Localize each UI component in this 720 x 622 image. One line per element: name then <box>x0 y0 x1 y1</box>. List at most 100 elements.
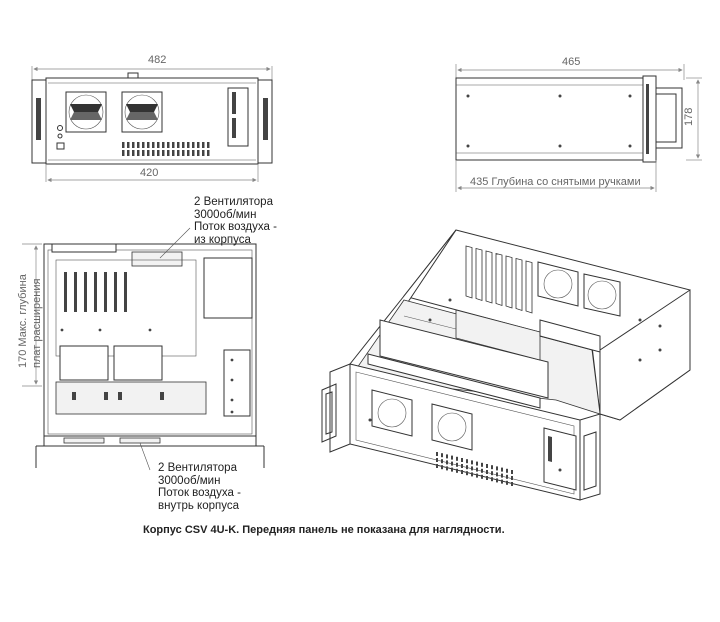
screw <box>558 94 562 98</box>
expansion-slot <box>124 272 127 312</box>
top-view: 170 Макс. глубина плат расширения <box>17 227 265 471</box>
screw <box>230 378 234 382</box>
grill-slot <box>187 150 190 156</box>
grill-slot <box>471 466 473 471</box>
grill-slot <box>441 459 443 464</box>
screw <box>230 358 234 362</box>
grill-slot <box>446 454 448 459</box>
screw <box>638 358 642 362</box>
expansion-slot <box>64 272 67 312</box>
grill-slot <box>152 150 155 156</box>
grill-slot <box>461 464 463 468</box>
grill-slot <box>496 478 498 483</box>
grill-slot <box>451 467 453 472</box>
grill-slot <box>506 480 508 485</box>
side-view: 465 178 435 Глубина со снятыми ручками <box>455 56 702 192</box>
grill-slot <box>466 465 468 470</box>
grill-slot <box>122 142 125 148</box>
expansion-slot <box>114 272 117 312</box>
grill-slot <box>137 142 140 148</box>
grill-slot <box>466 471 468 476</box>
grill-slot <box>501 479 503 484</box>
fan-note-top: 2 Вентилятора 3000об/мин Поток воздуха -… <box>194 196 277 246</box>
grill-slot <box>456 456 458 461</box>
grill-slot <box>501 467 503 472</box>
grill-slot <box>167 150 170 156</box>
grill-slot <box>476 461 478 466</box>
grill-slot <box>192 150 195 156</box>
screw <box>448 298 452 302</box>
grill-slot <box>456 468 458 473</box>
grill-slot <box>147 142 150 148</box>
grill-slot <box>192 142 195 148</box>
grill-slot <box>197 150 200 156</box>
grill-slot <box>167 142 170 148</box>
screw <box>148 328 152 332</box>
grill-slot <box>441 465 443 470</box>
grill-slot <box>142 142 145 148</box>
dim-depth-no-handles: 435 Глубина со снятыми ручками <box>470 176 641 188</box>
grill-slot <box>162 150 165 156</box>
grill-slot <box>481 462 483 467</box>
screw <box>466 94 470 98</box>
grill-slot <box>157 150 160 156</box>
screw <box>230 398 234 402</box>
isometric-view <box>321 229 691 501</box>
expansion-slot <box>495 252 503 307</box>
expansion-slot <box>104 272 107 312</box>
screw <box>628 144 632 148</box>
screw <box>628 94 632 98</box>
grill-slot <box>476 467 478 472</box>
grill-slot <box>132 142 135 148</box>
grill-slot <box>481 468 483 473</box>
grill-slot <box>486 464 488 468</box>
grill-slot <box>506 468 508 473</box>
grill-slot <box>187 142 190 148</box>
grill-slot <box>202 150 205 156</box>
grill-slot <box>436 452 438 456</box>
screw <box>658 348 662 352</box>
grill-slot <box>486 470 488 474</box>
screw <box>638 318 642 322</box>
screw <box>558 144 562 148</box>
grill-slot <box>496 472 498 477</box>
grill-slot <box>446 460 448 465</box>
grill-slot <box>511 476 513 480</box>
grill-slot <box>177 142 180 148</box>
grill-slot <box>172 142 175 148</box>
caption: Корпус CSV 4U-K. Передняя панель не пока… <box>143 524 505 536</box>
grill-slot <box>152 142 155 148</box>
grill-slot <box>202 142 205 148</box>
grill-slot <box>496 466 498 471</box>
grill-slot <box>207 142 210 148</box>
dim-card-depth-2: плат расширения <box>31 278 43 368</box>
grill-slot <box>461 470 463 474</box>
expansion-slot <box>475 247 483 302</box>
grill-slot <box>491 477 493 482</box>
grill-slot <box>436 458 438 462</box>
grill-slot <box>511 482 513 486</box>
grill-slot <box>197 142 200 148</box>
grill-slot <box>511 470 513 474</box>
expansion-slot <box>74 272 77 312</box>
screw <box>60 328 64 332</box>
grill-slot <box>471 460 473 465</box>
expansion-slot <box>84 272 87 312</box>
grill-slot <box>207 150 210 156</box>
grill-slot <box>147 150 150 156</box>
grill-slot <box>451 455 453 460</box>
grill-slot <box>122 150 125 156</box>
expansion-slot <box>485 250 493 304</box>
dim-side-height: 178 <box>683 108 695 126</box>
grill-slot <box>451 461 453 466</box>
grill-slot <box>481 474 483 479</box>
grill-slot <box>441 453 443 458</box>
screw <box>466 144 470 148</box>
grill-slot <box>172 150 175 156</box>
grill-slot <box>471 472 473 477</box>
grill-slot <box>456 462 458 467</box>
grill-slot <box>486 476 488 480</box>
front-view: 482 420 <box>31 54 273 183</box>
grill-slot <box>132 150 135 156</box>
